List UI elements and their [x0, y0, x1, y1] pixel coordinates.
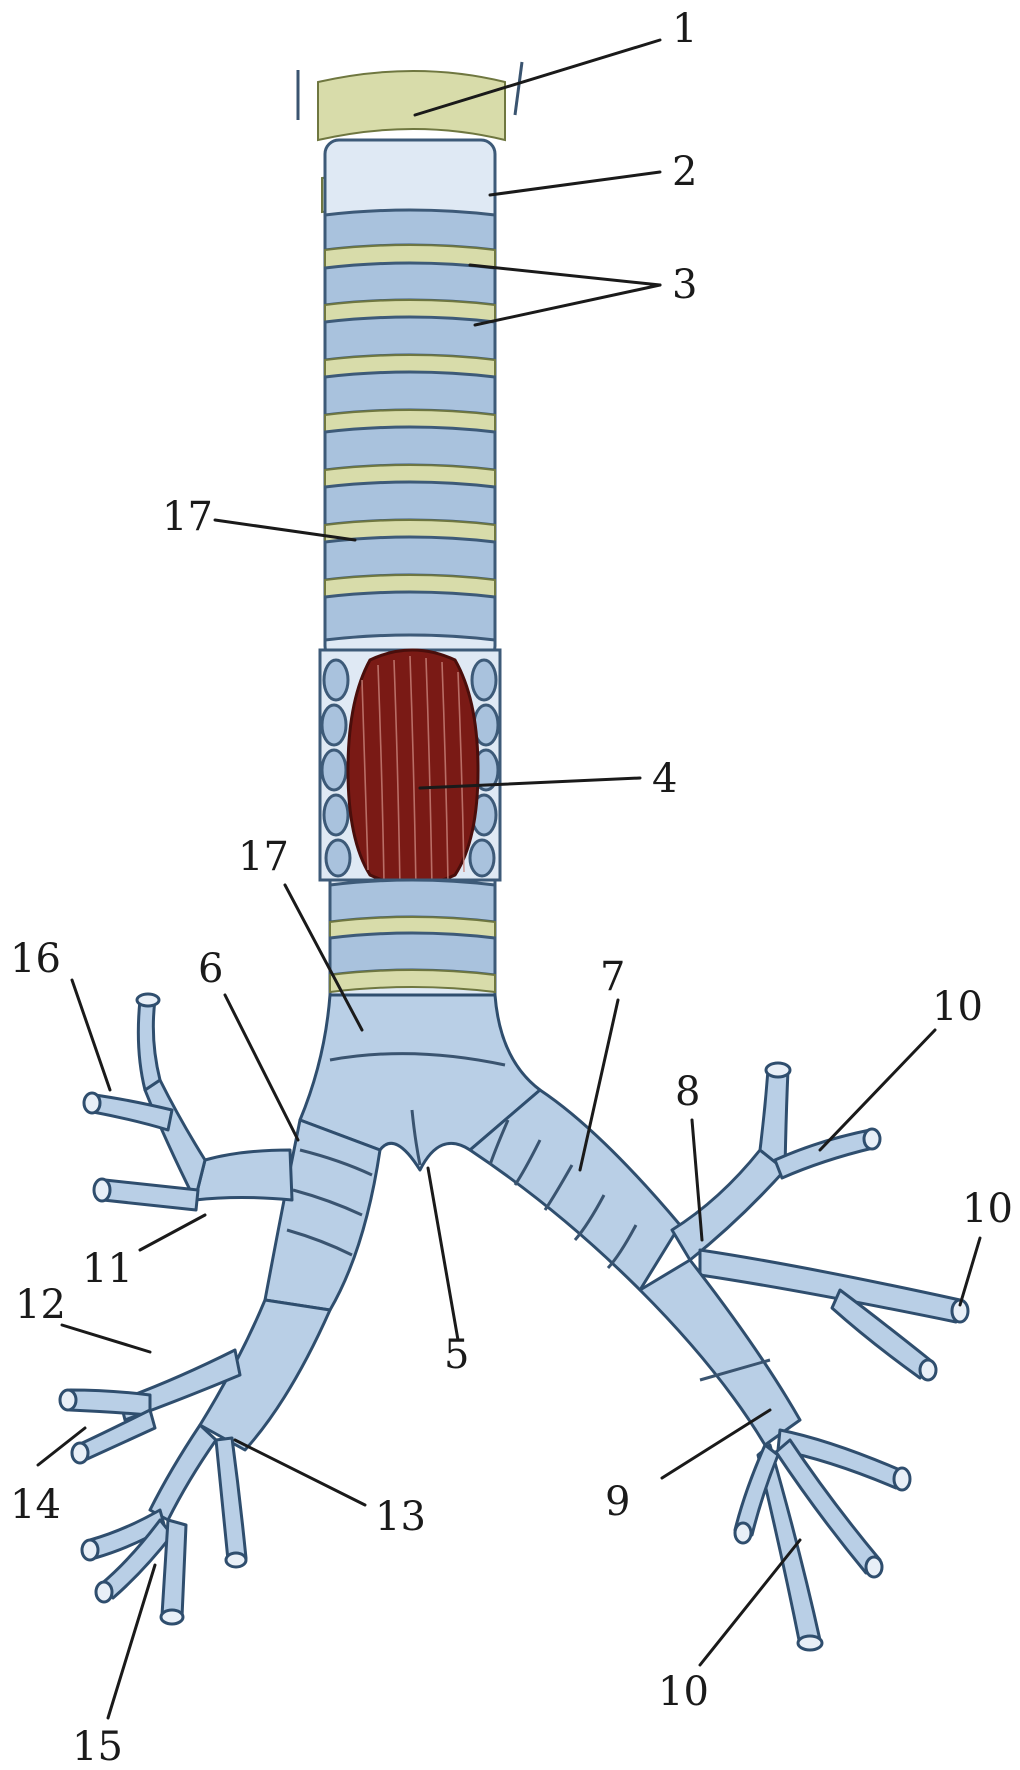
right-main-bronchus [263, 1118, 382, 1312]
label-14: 14 [10, 1482, 61, 1528]
label-7: 7 [600, 954, 625, 1000]
label-8: 8 [675, 1069, 700, 1115]
number-labels: 1 2 3 17 4 17 16 6 7 10 8 10 11 12 5 9 1… [10, 6, 1013, 1770]
leader-lines [36, 38, 982, 1720]
tracheal-bifurcation [298, 993, 542, 1172]
label-16: 16 [10, 936, 61, 982]
label-12: 12 [15, 1282, 66, 1328]
label-11: 11 [82, 1246, 133, 1292]
label-13: 13 [375, 1494, 426, 1540]
label-10b: 10 [962, 1186, 1013, 1232]
label-4: 4 [652, 756, 677, 802]
trachea [296, 61, 524, 1002]
cartilage-ends-right [468, 658, 500, 878]
right-lower-lobe-bronchus [198, 1298, 332, 1452]
label-17a: 17 [162, 494, 213, 540]
label-6: 6 [198, 946, 223, 992]
tracheal-cartilages [323, 208, 497, 642]
label-10a: 10 [932, 984, 983, 1030]
cartilage-ends-left [320, 658, 352, 878]
cricoid-cartilage [317, 70, 506, 142]
left-upper-lobe-bronchus [670, 1148, 787, 1262]
label-2: 2 [672, 149, 697, 195]
bronchus-end [135, 992, 161, 1008]
label-17b: 17 [238, 834, 289, 880]
label-9: 9 [605, 1479, 630, 1525]
label-3: 3 [672, 262, 697, 308]
label-15: 15 [72, 1724, 123, 1770]
label-5: 5 [444, 1332, 469, 1378]
muscle-fibers [361, 655, 465, 891]
right-upper-lobe-bronchus [193, 1148, 294, 1202]
label-10c: 10 [658, 1669, 709, 1715]
label-1: 1 [672, 6, 697, 52]
